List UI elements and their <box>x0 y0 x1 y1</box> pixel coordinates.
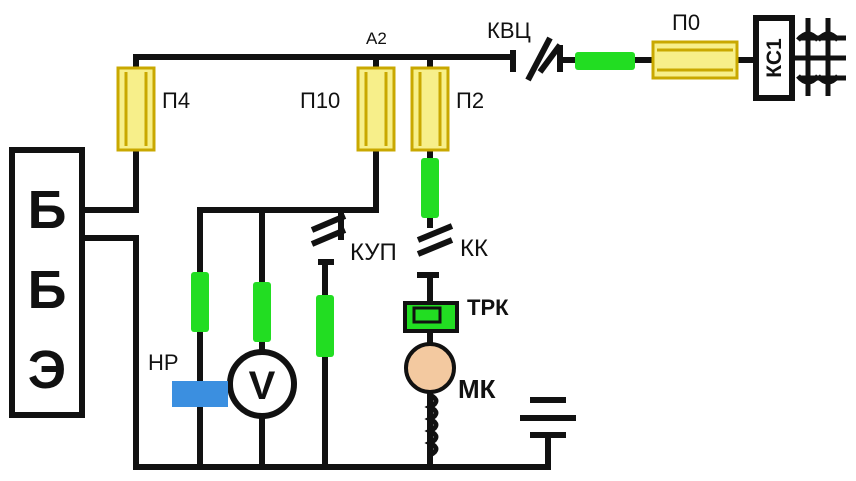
switch-kvc <box>510 36 563 82</box>
voltmeter: V <box>227 349 297 419</box>
relay-hp <box>172 381 228 407</box>
motor-mk <box>404 342 456 458</box>
resistor-kvc <box>575 52 635 70</box>
label-a2: А2 <box>366 29 387 48</box>
label-p0: П0 <box>672 10 700 35</box>
label-p10: П10 <box>300 88 340 113</box>
switch-kk <box>416 223 454 257</box>
bbe-letter-2: Б <box>28 260 67 320</box>
label-kk: КК <box>460 235 488 262</box>
resistor-voltmeter <box>253 282 271 342</box>
kc1-block: КС1 <box>753 15 795 101</box>
fuse-p4 <box>116 66 156 152</box>
label-trk: ТРК <box>467 295 509 320</box>
label-kvc: КВЦ <box>487 18 531 43</box>
label-mk: МК <box>458 374 496 404</box>
kc1-contacts <box>792 18 846 96</box>
fuse-p0 <box>651 40 739 80</box>
fuse-p10 <box>356 66 396 152</box>
resistors <box>191 52 635 357</box>
bbe-block: Б Б Э <box>9 147 85 418</box>
battery-icon <box>520 397 576 438</box>
relay-trk <box>403 301 459 333</box>
bbe-letter-1: Б <box>28 180 67 240</box>
label-p4: П4 <box>162 88 190 113</box>
resistor-kk <box>421 158 439 218</box>
fuse-p2 <box>410 66 450 152</box>
voltmeter-label: V <box>249 364 276 408</box>
resistor-kup <box>316 295 334 357</box>
label-kup: КУП <box>350 239 397 266</box>
label-hp: НР <box>148 350 179 375</box>
kc1-label: КС1 <box>763 38 786 78</box>
bbe-letter-3: Э <box>28 340 66 400</box>
motor-coil-icon <box>424 392 439 458</box>
switch-kup <box>310 213 347 265</box>
resistor-hp <box>191 272 209 332</box>
label-p2: П2 <box>456 88 484 113</box>
